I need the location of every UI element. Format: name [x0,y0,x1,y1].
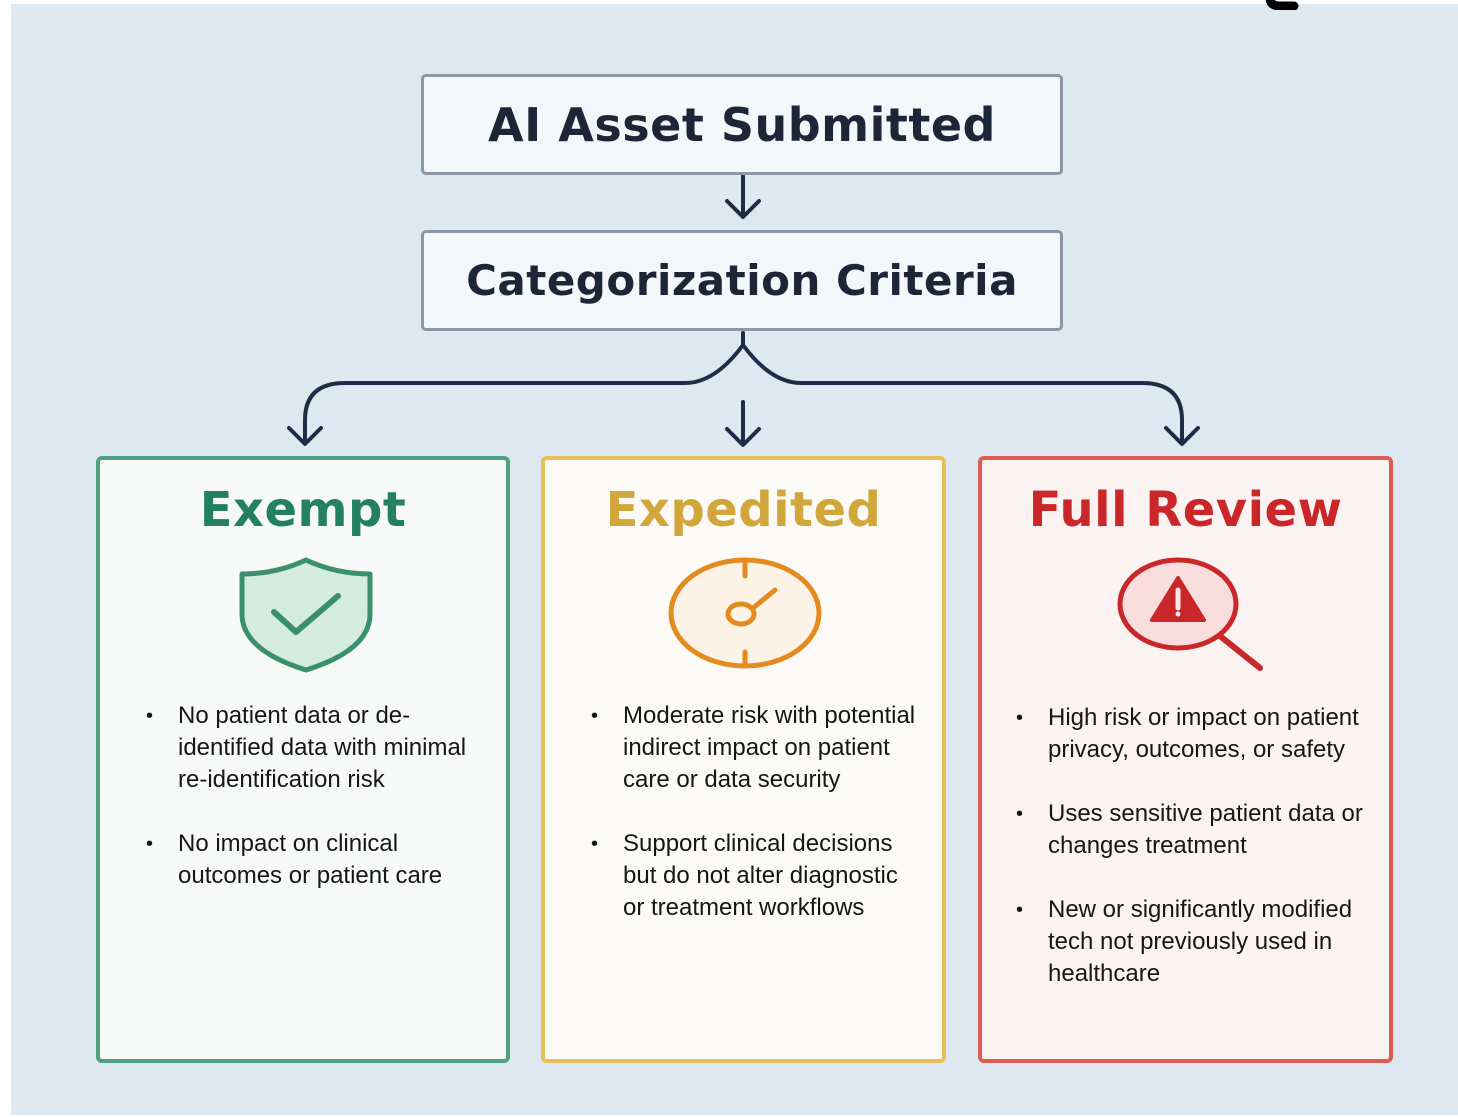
expedited-criterion: Support clinical decisions but do not al… [591,828,923,924]
full-review-criterion: Uses sensitive patient data or changes t… [1016,798,1378,862]
stopwatch-icon [668,557,822,669]
shield-check-icon [239,557,373,673]
full-review-title: Full Review [1028,482,1343,538]
exempt-title: Exempt [199,482,407,538]
exempt-criteria-list: No patient data or de-identified data wi… [146,700,488,892]
clipped-title-glyph [1265,0,1299,10]
exempt-card: Exempt No patient data or de-identified … [96,456,510,1063]
expedited-card: Expedited Moderate risk with potential i… [541,456,946,1063]
ai-asset-submitted-box: AI Asset Submitted [421,74,1063,175]
categorization-criteria-label: Categorization Criteria [466,256,1018,305]
full-review-criterion: New or significantly modified tech not p… [1016,894,1378,990]
full-review-criteria-list: High risk or impact on patient privacy, … [1016,702,1378,990]
expedited-title: Expedited [605,482,882,538]
ai-asset-submitted-label: AI Asset Submitted [488,97,996,152]
exempt-criterion: No patient data or de-identified data wi… [146,700,488,796]
full-review-card: Full Review High risk or impact on patie… [978,456,1393,1063]
expedited-criterion: Moderate risk with potential indirect im… [591,700,923,796]
categorization-criteria-box: Categorization Criteria [421,230,1063,331]
full-review-criterion: High risk or impact on patient privacy, … [1016,702,1378,766]
warning-magnifier-icon [1117,557,1263,671]
exempt-criterion: No impact on clinical outcomes or patien… [146,828,488,892]
expedited-criteria-list: Moderate risk with potential indirect im… [591,700,923,924]
